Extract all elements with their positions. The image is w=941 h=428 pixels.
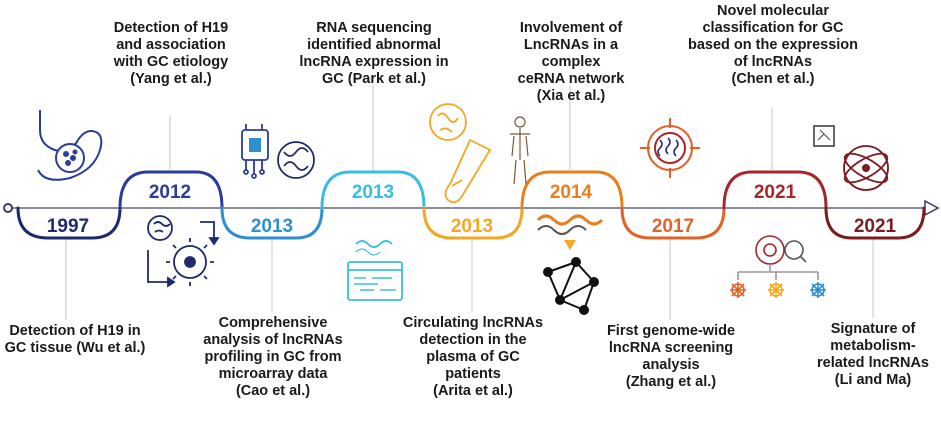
year-label-2021-a: 2021 [754,182,797,203]
cell-signaling-icon [147,215,220,288]
stomach-icon [37,110,103,181]
year-label-1997: 1997 [47,216,89,237]
caption-2012: Detection of H19 and association with GC… [113,20,229,87]
caption-2021-a: Novel molecular classification for GC ba… [687,3,859,87]
sequencing-screen-icon [347,240,403,301]
caption-2013-a: Comprehensive analysis of lncRNAs profil… [203,315,343,399]
year-label-2021-b: 2021 [854,216,897,237]
year-label-2013-a: 2013 [251,216,293,237]
genome-target-icon [640,118,700,178]
blood-tube-human-icon [429,103,530,204]
wave-segments [16,170,926,240]
caption-2013-c: Circulating lncRNAs detection in the pla… [402,315,544,399]
caption-2013-b: RNA sequencing identified abnormal lncRN… [299,20,449,87]
year-label-2013-b: 2013 [352,182,394,203]
year-label-2014: 2014 [550,182,593,203]
caption-2014: Involvement of LncRNAs in a complex ceRN… [517,20,625,104]
caption-2021-b: Signature of metabolism- related lncRNAs… [816,321,929,388]
axis-start-dot [3,203,13,213]
year-label-2017: 2017 [652,216,694,237]
classification-cells-icon [730,235,826,298]
axis-arrow [924,199,940,217]
caption-2017: First genome-wide lncRNA screening analy… [606,323,736,390]
year-label-2013-c: 2013 [451,216,493,237]
metabolism-atom-icon [813,125,889,191]
caption-1997: Detection of H19 in GC tissue (Wu et al.… [4,323,146,356]
rna-network-icon [536,214,604,315]
leader-lines [65,85,874,320]
year-label-2012: 2012 [149,182,191,203]
chip-dna-icon [241,124,315,179]
